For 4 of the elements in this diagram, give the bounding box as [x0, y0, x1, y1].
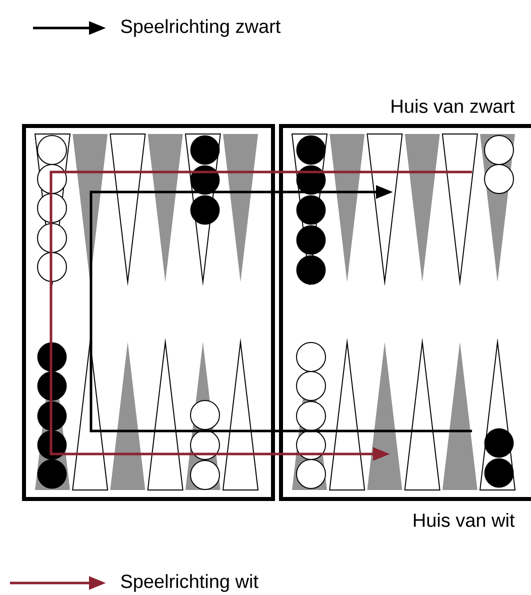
legend-text: Speelrichting zwart	[121, 19, 281, 37]
legend-text: Speelrichting wit	[121, 574, 258, 592]
house-label: Huis van wit	[414, 513, 515, 527]
house-label: Huis van zwart	[392, 99, 515, 113]
